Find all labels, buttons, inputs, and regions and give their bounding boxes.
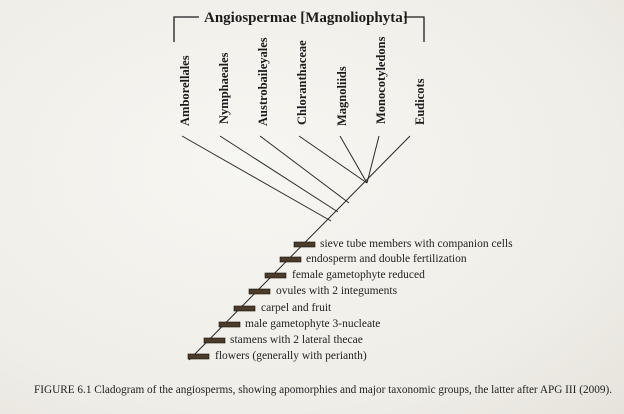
taxon-label: Austrobaileyales [256,37,270,126]
apomorphy-label: carpel and fruit [261,302,332,314]
figure-caption: FIGURE 6.1 Cladogram of the angiosperms,… [34,384,612,396]
taxon-label: Chloranthaceae [295,40,309,125]
apomorphy-list: sieve tube members with companion cells … [187,238,513,362]
branch-monocotyledons [366,135,380,184]
apomorphy-label: ovules with 2 integuments [276,285,398,297]
apomorphy-bar [218,321,241,328]
apomorphy-bar [233,305,256,312]
taxon-label: Eudicots [413,78,427,125]
apomorphy-bar [264,272,287,279]
apomorphy-label: flowers (generally with perianth) [215,350,367,362]
apomorphy-label: male gametophyte 3-nucleate [245,318,380,330]
branch-nymphaeales [219,135,339,213]
bracket-left [173,16,199,42]
branch-magnoliids [339,135,368,184]
taxon-label: Amborellales [178,55,192,126]
branch-amborellales [181,135,332,222]
apomorphy-bar [187,353,210,360]
taxon-label: Magnoliids [335,66,349,126]
apomorphy-label: sieve tube members with companion cells [320,238,513,250]
apomorphy-label: stamens with 2 lateral thecae [230,334,363,346]
apomorphy-label: endosperm and double fertilization [306,253,467,265]
group-title: Angiospermae [Magnoliophyta] [204,10,408,26]
branch-austrobaileyales [259,135,350,204]
apomorphy-label: female gametophyte reduced [292,269,425,281]
apomorphy-bar [248,288,271,295]
taxon-label: Nymphaeales [217,52,231,124]
taxon-label: Monocotyledons [374,36,388,124]
branch-chloranthaceae [298,135,368,184]
apomorphy-bar [279,256,302,263]
bracket-right [404,16,425,42]
apomorphy-bar [203,337,226,344]
apomorphy-bar [293,241,316,248]
taxa-labels: Amborellales Nymphaeales Austrobaileyale… [178,36,427,126]
